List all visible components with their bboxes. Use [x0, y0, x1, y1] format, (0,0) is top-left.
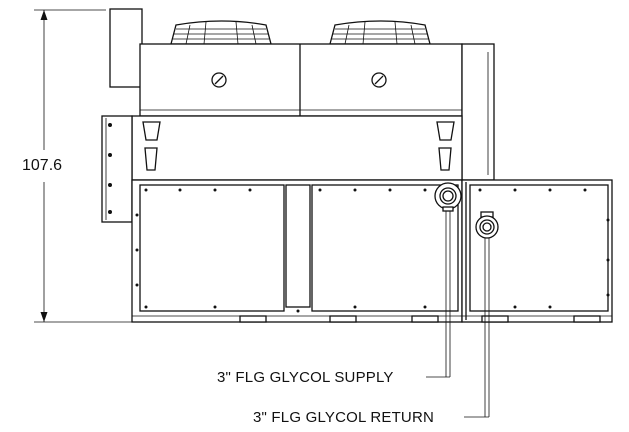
fan-guard-left [170, 20, 272, 45]
supply-callout-label: 3" FLG GLYCOL SUPPLY [217, 369, 394, 386]
side-electrical-box [101, 115, 133, 223]
height-dimension [34, 9, 132, 323]
lower-module-right [461, 179, 613, 323]
upper-housing [139, 43, 495, 181]
supply-leader [426, 211, 451, 378]
return-flange-icon [475, 211, 499, 239]
height-dimension-label: 107.6 [22, 157, 63, 174]
middle-band [131, 115, 463, 181]
supply-flange-icon [434, 182, 462, 212]
return-leader [464, 238, 490, 418]
return-callout-label: 3" FLG GLYCOL RETURN [253, 409, 435, 426]
fan-guard-right [329, 20, 431, 45]
exhaust-stack [109, 8, 143, 88]
lower-module-left [131, 179, 463, 323]
